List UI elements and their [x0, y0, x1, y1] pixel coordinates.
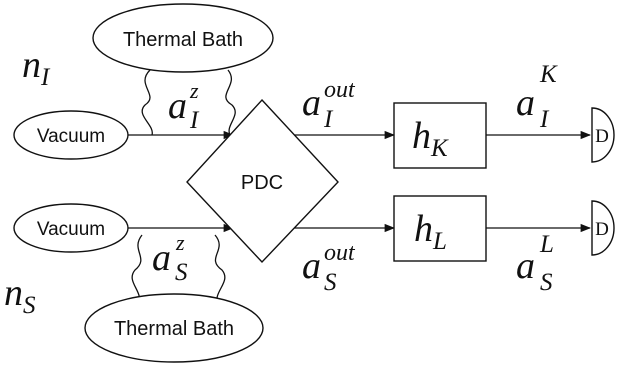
pdc-crystal-node — [186, 98, 339, 264]
filter-hl-box — [393, 195, 487, 262]
symbol-n-signal: nS — [4, 272, 36, 319]
symbol-a-idler-out: a — [302, 82, 321, 124]
detector-top-node — [591, 107, 615, 163]
symbol-a-idler-z: a — [168, 85, 187, 127]
vacuum-top-node — [13, 110, 129, 160]
symbol-a-signal-l-sup: L — [539, 231, 554, 258]
filter-hk-box — [393, 102, 487, 169]
symbol-a-idler-k-sup: K — [539, 61, 558, 88]
detector-bottom-node — [591, 200, 615, 256]
symbol-a-signal-l-sub: S — [540, 269, 553, 296]
filter-hk-label: hK — [412, 115, 449, 162]
thermal-bath-bottom-label: Thermal Bath — [114, 318, 234, 340]
symbol-a-idler-k: a — [516, 82, 535, 124]
symbol-n-idler: nI — [22, 44, 51, 91]
symbol-a-idler-out-sub: I — [323, 106, 334, 133]
symbol-a-idler-k-sub: I — [539, 106, 550, 133]
symbol-a-idler-out-sup: out — [324, 77, 356, 103]
coupling-wave-top-right — [225, 69, 236, 136]
symbol-a-signal-z-sub: S — [175, 259, 188, 286]
filter-hl-label: hL — [414, 208, 447, 255]
symbol-a-idler-z-sup: z — [189, 78, 199, 103]
vacuum-top-label: Vacuum — [37, 126, 105, 147]
coupling-wave-top-left — [141, 69, 153, 136]
detector-top-label: D — [595, 126, 609, 147]
coupling-wave-bottom-left — [131, 234, 143, 306]
vacuum-bottom-label: Vacuum — [37, 219, 105, 240]
symbol-a-idler-z-sub: I — [189, 107, 200, 134]
symbol-a-signal-z-sup: z — [175, 230, 185, 255]
symbol-a-signal-out-sub: S — [324, 269, 337, 296]
coupling-wave-bottom-right — [214, 234, 226, 306]
vacuum-bottom-node — [13, 203, 129, 253]
pdc-crystal-label: PDC — [241, 172, 283, 194]
thermal-bath-bottom-node — [84, 293, 264, 363]
symbol-a-signal-z: a — [152, 237, 171, 279]
thermal-bath-top-label: Thermal Bath — [123, 29, 243, 51]
symbol-a-signal-out-sup: out — [324, 240, 356, 266]
symbol-a-signal-out: a — [302, 245, 321, 287]
thermal-bath-top-node — [92, 3, 274, 73]
detector-bottom-label: D — [595, 219, 609, 240]
symbol-a-signal-l: a — [516, 245, 535, 287]
